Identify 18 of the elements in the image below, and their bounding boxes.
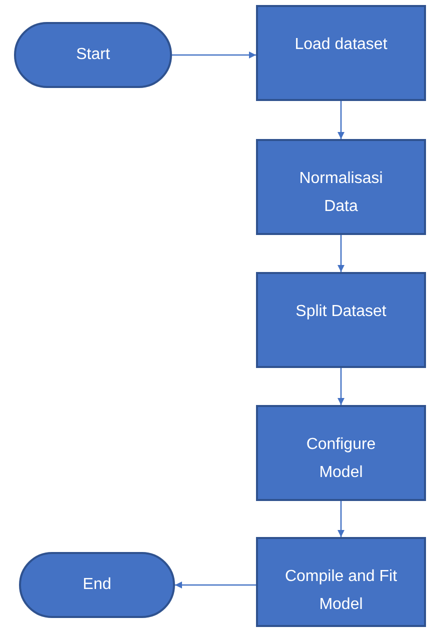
node-label: Configure Model [305,435,377,483]
process-box [256,405,426,501]
node-label: Split Dataset [296,302,386,322]
process-box [256,139,426,235]
arrow [338,501,344,537]
node-label: End [82,575,112,595]
process-box [256,537,426,627]
node-label: Start [76,45,110,65]
node-label: Normalisasi Data [298,169,384,217]
node-label: Compile and Fit Model [284,567,398,615]
arrow [338,101,344,139]
arrow [175,582,256,588]
process-box [256,272,426,368]
arrow [338,368,344,405]
arrow [338,235,344,272]
process-box [256,5,426,101]
arrow [172,52,256,58]
node-label: Load dataset [294,35,388,55]
